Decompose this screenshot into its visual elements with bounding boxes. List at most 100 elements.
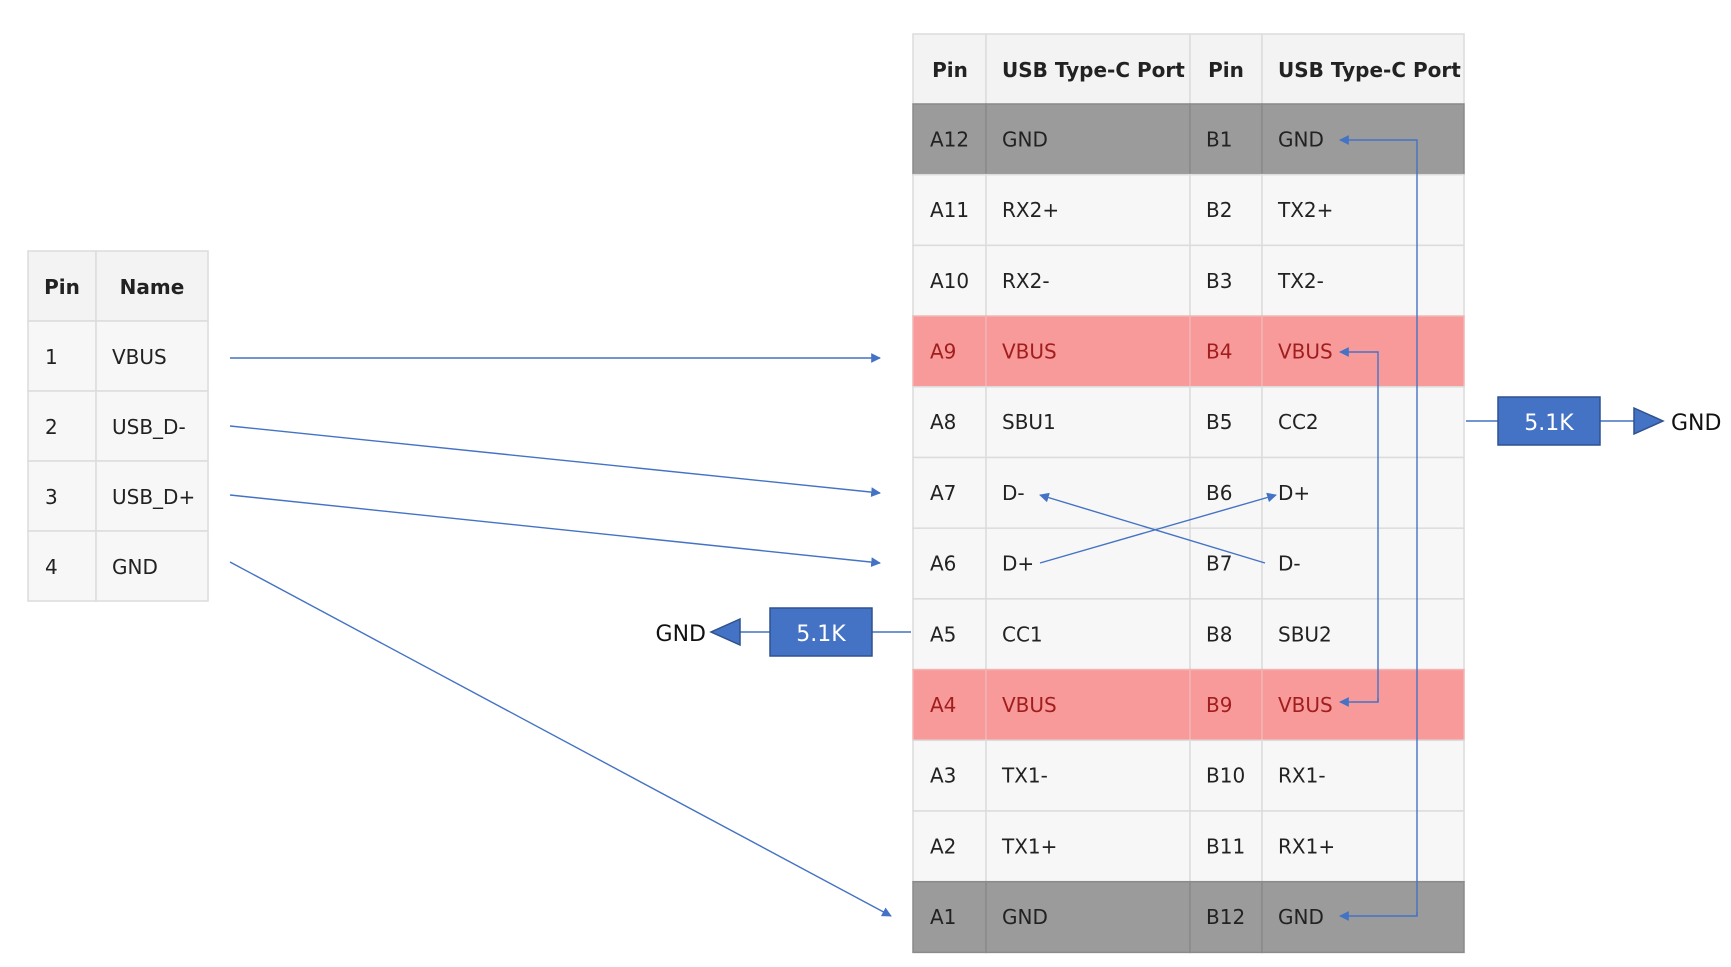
usbc-pin-b: B10 bbox=[1206, 764, 1245, 788]
usbc-name-a: TX1- bbox=[1001, 764, 1048, 788]
usbc-name-b: GND bbox=[1278, 905, 1324, 929]
resistor-left-body bbox=[769, 607, 873, 657]
table-row bbox=[95, 320, 209, 392]
usbc-name-a: D+ bbox=[1002, 552, 1034, 576]
usbc-pin-b: B7 bbox=[1206, 552, 1232, 576]
usbc-pin-b: B2 bbox=[1206, 198, 1232, 222]
usbc-header-pin-b: Pin bbox=[1208, 58, 1244, 82]
usbc-name-a: RX2+ bbox=[1002, 198, 1059, 222]
connector-name-3: USB_D+ bbox=[112, 485, 195, 509]
usbc-name-a: VBUS bbox=[1002, 339, 1057, 363]
usbc-cell bbox=[912, 527, 987, 600]
usbc-header-port-a: USB Type-C Port bbox=[1002, 58, 1185, 82]
usbc-pin-a: A8 bbox=[930, 410, 956, 434]
usbc-cell bbox=[1261, 668, 1465, 742]
usbc-cell bbox=[1189, 880, 1263, 954]
connector-name-2: USB_D- bbox=[112, 415, 186, 439]
usbc-cell bbox=[1189, 598, 1263, 671]
table-row: A8 SBU1 B5 CC2 bbox=[912, 386, 1465, 459]
connector-table: Pin Name 1 VBUS 2 USB_D- 3 USB_D+ 4 GND bbox=[27, 250, 209, 602]
usbc-name-b: TX2- bbox=[1277, 269, 1324, 293]
wire-usb-dplus bbox=[229, 494, 881, 567]
wire-vbus-b9 bbox=[1339, 697, 1379, 707]
usbc-cell bbox=[912, 880, 987, 954]
usbc-header-cell bbox=[985, 33, 1191, 105]
table-row: A6 D+ B7 D- bbox=[912, 527, 1465, 600]
usbc-table: Pin USB Type-C Port Pin USB Type-C Port … bbox=[912, 33, 1465, 954]
usbc-pin-a: A1 bbox=[930, 905, 956, 929]
usbc-cell bbox=[912, 810, 987, 883]
table-row bbox=[27, 320, 97, 392]
table-row bbox=[95, 530, 209, 602]
wire-vbus-b4 bbox=[1339, 347, 1379, 702]
connector-pin-1: 1 bbox=[45, 345, 58, 369]
usbc-cell bbox=[1261, 456, 1465, 529]
ground-triangle-left-icon bbox=[709, 617, 741, 647]
usbc-cell bbox=[1261, 244, 1465, 317]
connector-header-name: Name bbox=[120, 275, 185, 299]
usbc-pin-a: A12 bbox=[930, 127, 969, 151]
usbc-name-b: VBUS bbox=[1278, 693, 1333, 717]
resistor-left: 5.1K GND bbox=[656, 607, 873, 657]
usbc-name-b: RX1+ bbox=[1278, 834, 1335, 858]
usbc-cell bbox=[1261, 598, 1465, 671]
usbc-name-b: SBU2 bbox=[1278, 622, 1332, 646]
usbc-pin-a: A5 bbox=[930, 622, 956, 646]
usbc-cell bbox=[985, 103, 1191, 176]
connector-header-pin-cell bbox=[27, 250, 97, 322]
table-row bbox=[95, 390, 209, 462]
usbc-name-a: VBUS bbox=[1002, 693, 1057, 717]
usbc-cell bbox=[985, 598, 1191, 671]
usbc-name-a: SBU1 bbox=[1002, 410, 1056, 434]
usbc-pin-b: B6 bbox=[1206, 481, 1232, 505]
usbc-pin-b: B1 bbox=[1206, 127, 1232, 151]
wire-gnd bbox=[229, 561, 892, 917]
usbc-name-b: CC2 bbox=[1278, 410, 1319, 434]
usbc-cell bbox=[985, 739, 1191, 812]
usbc-pin-a: A6 bbox=[930, 552, 956, 576]
usbc-pin-b: B11 bbox=[1206, 834, 1245, 858]
usbc-cell bbox=[1261, 386, 1465, 459]
wire-gnd-b1 bbox=[1339, 135, 1418, 916]
connector-header-name-cell bbox=[95, 250, 209, 322]
usbc-pin-a: A4 bbox=[930, 693, 956, 717]
usbc-name-a: GND bbox=[1002, 127, 1048, 151]
usbc-cell bbox=[1261, 880, 1465, 954]
usbc-name-b: RX1- bbox=[1278, 764, 1326, 788]
usbc-name-a: CC1 bbox=[1002, 622, 1043, 646]
table-row bbox=[27, 530, 97, 602]
wire-dminus-cross bbox=[1039, 492, 1266, 564]
usbc-pin-b: B12 bbox=[1206, 905, 1245, 929]
usbc-name-a: GND bbox=[1002, 905, 1048, 929]
usbc-pin-b: B9 bbox=[1206, 693, 1232, 717]
resistor-right-body bbox=[1497, 396, 1601, 446]
usbc-cell bbox=[985, 173, 1191, 247]
resistor-left-label: 5.1K bbox=[796, 622, 846, 647]
usbc-cell bbox=[1189, 527, 1263, 600]
usbc-name-a: D- bbox=[1002, 481, 1025, 505]
usbc-header-port-b: USB Type-C Port bbox=[1278, 58, 1461, 82]
usbc-name-b: D- bbox=[1278, 552, 1301, 576]
usbc-cell bbox=[1261, 173, 1465, 247]
usbc-pin-b: B5 bbox=[1206, 410, 1232, 434]
usbc-cell bbox=[1189, 668, 1263, 742]
usbc-name-b: VBUS bbox=[1278, 339, 1333, 363]
table-row: A1 GND B12 GND bbox=[912, 880, 1465, 954]
usbc-pin-a: A11 bbox=[930, 198, 969, 222]
usbc-cell bbox=[912, 386, 987, 459]
usbc-pin-b: B4 bbox=[1206, 339, 1232, 363]
usbc-name-a: RX2- bbox=[1002, 269, 1050, 293]
wires bbox=[229, 135, 1634, 921]
resistor-right-label: 5.1K bbox=[1524, 411, 1574, 436]
connector-name-1: VBUS bbox=[112, 345, 167, 369]
connector-pin-3: 3 bbox=[45, 485, 58, 509]
wire-usb-dminus bbox=[229, 425, 881, 497]
